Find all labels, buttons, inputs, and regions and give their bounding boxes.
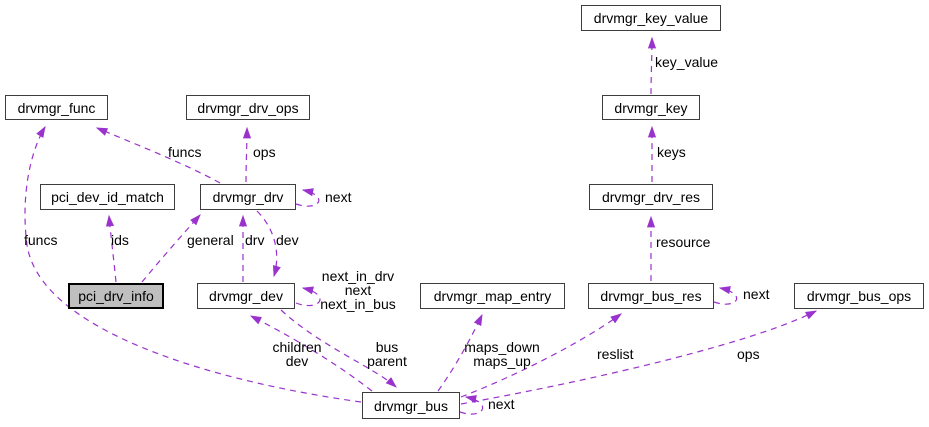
edge-label-funcs-drv: funcs [168, 144, 202, 160]
edge-general [141, 214, 201, 283]
node-drvmgr-drv-res[interactable]: drvmgr_drv_res [589, 184, 713, 210]
node-drvmgr-bus[interactable]: drvmgr_bus [362, 392, 460, 419]
node-drvmgr-key[interactable]: drvmgr_key [602, 95, 700, 120]
edge-next-drv-selfloop [295, 188, 320, 207]
edge-label-ops-drv: ops [253, 144, 276, 160]
edge-ops-bus-to-bus-ops [460, 310, 818, 405]
edge-label-bus-parent: bus parent [367, 339, 407, 369]
edge-funcs-drv-to-func [95, 127, 221, 184]
edge-label-keys: keys [657, 144, 686, 160]
edge-label-ids: ids [111, 232, 129, 248]
node-drvmgr-bus-res[interactable]: drvmgr_bus_res [588, 283, 714, 309]
edge-ids [105, 214, 117, 283]
edge-maps [437, 313, 483, 392]
edge-label-maps: maps_down maps_up [464, 339, 540, 369]
edge-label-reslist: reslist [597, 346, 634, 362]
edge-dev-selfloop [295, 286, 321, 307]
node-drvmgr-map-entry[interactable]: drvmgr_map_entry [420, 283, 565, 309]
edge-label-next-bus-res: next [743, 286, 770, 302]
node-pci-dev-id-match[interactable]: pci_dev_id_match [40, 184, 175, 210]
edge-label-children-dev: children dev [272, 339, 322, 369]
edge-label-drv: drv [245, 232, 265, 248]
edge-label-next-drv: next [325, 189, 352, 205]
edge-label-general: general [187, 232, 234, 248]
edge-label-dev-selfloop: next_in_drv next next_in_bus [320, 268, 396, 312]
node-drvmgr-bus-ops[interactable]: drvmgr_bus_ops [794, 283, 924, 309]
edge-children-dev [249, 315, 373, 392]
edge-label-next-bus: next [488, 396, 515, 412]
edge-next-bus-selfloop [459, 395, 484, 415]
edge-label-resource: resource [656, 234, 711, 250]
edge-label-funcs-bus: funcs [24, 232, 58, 248]
edge-dev [256, 210, 281, 278]
edge-key-value [647, 36, 657, 95]
node-drvmgr-drv-ops[interactable]: drvmgr_drv_ops [186, 95, 310, 120]
edge-funcs-bus-to-func [24, 125, 362, 403]
edge-label-ops-bus: ops [737, 346, 760, 362]
node-drvmgr-func[interactable]: drvmgr_func [5, 95, 108, 120]
edge-bus-parent [280, 309, 397, 388]
node-pci-drv-info: pci_drv_info [68, 283, 164, 309]
edge-label-key-value: key_value [655, 54, 719, 70]
node-drvmgr-dev[interactable]: drvmgr_dev [197, 283, 295, 309]
edge-ops-drv-to-drv-ops [242, 126, 252, 183]
node-drvmgr-drv[interactable]: drvmgr_drv [200, 184, 296, 210]
edge-label-dev: dev [276, 232, 299, 248]
edge-reslist [460, 313, 622, 398]
node-drvmgr-key-value[interactable]: drvmgr_key_value [581, 5, 721, 31]
edge-next-bus-res-selfloop [713, 286, 738, 305]
